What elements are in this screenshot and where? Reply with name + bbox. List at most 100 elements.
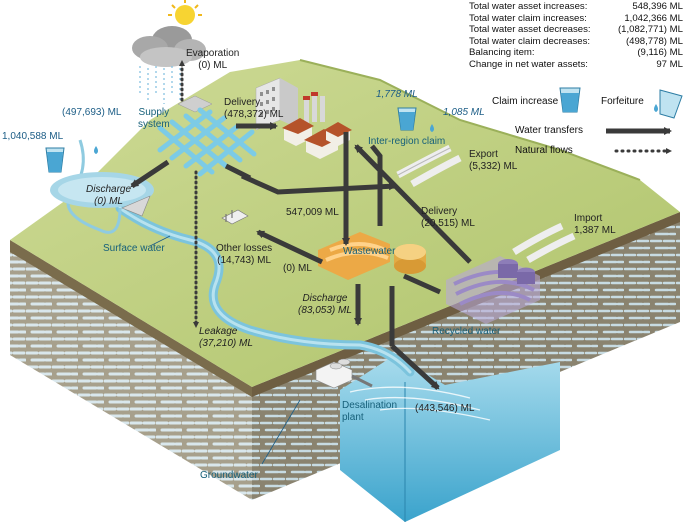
legend-forfeiture-label: Forfeiture	[601, 96, 644, 107]
ocean-inlet	[340, 355, 560, 522]
claim-left-decrease-label: (497,693) ML	[62, 107, 122, 118]
desalination-text-1: Desalination	[342, 400, 398, 411]
other-losses-text: Other losses	[216, 243, 273, 254]
claim-right-increase-label: 1,778 ML	[376, 89, 418, 100]
legend-water-transfers-label: Water transfers	[515, 125, 583, 136]
summary-row: Total water claim increases: 1,042,366 ML	[469, 13, 683, 25]
discharge-top-label: Discharge (0) ML	[86, 184, 131, 208]
discharge-mid-value: (83,053) ML	[298, 305, 352, 316]
discharge-top-value: (0) ML	[94, 196, 123, 207]
desalination-text-2: plant	[342, 412, 364, 423]
summary-row: Total water asset increases: 548,396 ML	[469, 1, 683, 13]
import-label: Import 1,387 ML	[574, 213, 616, 237]
wastewater-plant	[318, 232, 426, 280]
delivery-1-text: Delivery	[224, 97, 261, 108]
import-value: 1,387 ML	[574, 225, 616, 236]
surface-water-label: Surface water	[103, 243, 165, 254]
water-transfer-arrows	[130, 122, 472, 390]
supply-system-label: Supply system	[138, 107, 170, 131]
arrow-other-losses	[256, 229, 324, 265]
arrow-discharge-top	[130, 159, 170, 189]
arrow-ocean-down	[390, 344, 440, 390]
summary-label: Total water asset decreases:	[469, 24, 591, 36]
ground-left-topsoil	[10, 240, 252, 397]
city-buildings	[255, 77, 352, 159]
summary-label: Change in net water assets:	[469, 58, 588, 70]
summary-label: Balancing item:	[469, 47, 535, 59]
summary-value: 1,042,366 ML	[624, 12, 683, 24]
leakage-text: Leakage	[199, 326, 238, 337]
groundwater-label: Groundwater	[200, 470, 258, 481]
export-pipes	[396, 144, 462, 188]
summary-row: Change in net water assets: 97 ML	[469, 59, 683, 71]
other-losses-value: (14,743) ML	[217, 255, 272, 266]
supply-system-text-1: Supply	[138, 107, 170, 118]
groundwater-leader	[261, 399, 301, 465]
evaporation-label: Evaporation (0) ML	[186, 48, 239, 72]
discharge-funnel-icon	[121, 195, 151, 217]
arrow-delivery-2	[224, 163, 252, 181]
legend-natural-flows-label: Natural flows	[515, 145, 573, 156]
other-losses-label: Other losses (14,743) ML	[216, 243, 272, 267]
import-text: Import	[574, 213, 603, 224]
arrow-inter-region	[370, 144, 383, 226]
summary-row: Balancing item: (9,116) ML	[469, 47, 683, 59]
ocean-value-label: (443,546) ML	[415, 403, 475, 414]
arrow-wastewater-to-recycled	[402, 273, 442, 295]
summary-row: Total water asset decreases: (1,082,771) …	[469, 24, 683, 36]
summary-value: (9,116) ML	[637, 47, 683, 59]
export-value: (5,332) ML	[469, 161, 518, 172]
ground-left-face	[10, 240, 252, 500]
desalination-plant	[315, 358, 373, 389]
import-pipes	[512, 222, 576, 264]
wastewater-label: Wastewater	[343, 246, 396, 257]
discharge-top-text: Discharge	[86, 184, 132, 195]
legend-forfeiture-icon	[654, 89, 683, 119]
other-losses-icon	[221, 209, 249, 225]
summary-label: Total water claim decreases:	[469, 35, 591, 47]
water-balance-summary: Total water asset increases: 548,396 ML T…	[469, 1, 683, 71]
forfeit-drop-right-icon	[430, 124, 434, 132]
export-label: Export (5,332) ML	[469, 149, 517, 173]
claim-glass-right-icon	[397, 107, 417, 131]
export-text: Export	[469, 149, 498, 160]
flow-547009-label: 547,009 ML	[286, 207, 339, 218]
summary-value: (1,082,771) ML	[617, 24, 683, 36]
legend-claim-increase-label: Claim increase	[492, 96, 559, 107]
discharge-mid-text: Discharge	[302, 293, 348, 304]
recycled-water-label: Recycled water	[432, 326, 501, 337]
desalination-label: Desalination plant	[342, 400, 397, 424]
stream-left	[66, 139, 122, 234]
leakage-value: (37,210) ML	[199, 338, 253, 349]
delivery-2-text: Delivery	[421, 206, 458, 217]
arrow-recycled-to-city	[354, 144, 472, 264]
claim-glass-left-icon	[45, 147, 65, 173]
surface-water-leader	[149, 235, 171, 247]
evaporation-text: Evaporation	[186, 48, 240, 59]
forfeit-drop-left-icon	[94, 146, 98, 154]
summary-value: 97 ML	[656, 58, 683, 70]
claim-left-increase-label: 1,040,588 ML	[2, 131, 64, 142]
delivery-1-label: Delivery (478,372) ML	[224, 97, 283, 121]
evaporation-value: (0) ML	[198, 60, 228, 71]
inter-region-claim-label: Inter-region claim	[368, 136, 446, 147]
summary-value: 548,396 ML	[632, 1, 683, 12]
claim-right-decrease-label: 1,085 ML	[443, 107, 485, 118]
summary-label: Total water asset increases:	[469, 1, 588, 12]
sun-icon	[168, 0, 202, 25]
arrow-export	[240, 173, 397, 195]
delivery-2-value: (20,515) ML	[421, 218, 475, 229]
supply-system-pipes	[157, 107, 257, 177]
discharge-mid-label: Discharge (83,053) ML	[298, 293, 352, 317]
leakage-label: Leakage (37,210) ML	[199, 326, 253, 350]
flow-zero-label: (0) ML	[283, 263, 312, 274]
supply-system-text-2: system	[138, 119, 170, 130]
delivery-2-label: Delivery (20,515) ML	[421, 206, 475, 230]
delivery-1-value: (478,372) ML	[224, 109, 284, 120]
summary-value: (498,778) ML	[625, 35, 683, 47]
recycled-water-plant	[446, 256, 540, 324]
summary-label: Total water claim increases:	[469, 12, 587, 24]
legend-claim-increase-icon	[559, 87, 581, 113]
summary-row: Total water claim decreases: (498,778) ML	[469, 36, 683, 48]
